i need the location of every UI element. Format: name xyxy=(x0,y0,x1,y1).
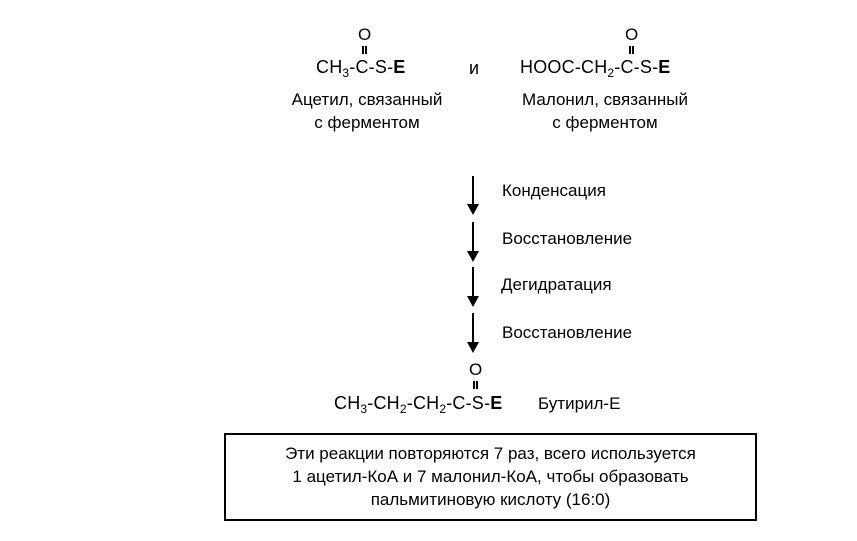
formula-subscript: 2 xyxy=(399,402,407,416)
formula-subscript: 3 xyxy=(342,66,350,80)
acetyl-label-line2: с ферментом xyxy=(314,113,420,132)
malonyl-double-bond xyxy=(629,46,634,54)
malonyl-carbonyl-oxygen: O xyxy=(625,25,639,44)
malonyl-formula: HOOC-CH2-C-S-E xyxy=(520,57,671,80)
acetyl-double-bond xyxy=(362,46,367,54)
acetyl-label: Ацетил, связанный с ферментом xyxy=(272,88,462,134)
malonyl-label-line2: с ферментом xyxy=(552,113,658,132)
reaction-arrow xyxy=(466,222,480,262)
formula-subscript: 3 xyxy=(360,402,368,416)
formula-part: -C-S- xyxy=(349,57,394,77)
reaction-arrow xyxy=(466,267,480,307)
enzyme-symbol: E xyxy=(658,57,671,77)
formula-subscript: 2 xyxy=(439,402,447,416)
butyryl-carbonyl-oxygen: O xyxy=(469,360,483,379)
butyryl-name: Бутирил-E xyxy=(538,394,621,413)
formula-part: -CH xyxy=(367,393,400,413)
malonyl-label: Малонил, связанный с ферментом xyxy=(506,88,704,134)
connector-and: и xyxy=(469,58,480,78)
formula-part: -CH xyxy=(406,393,440,413)
formula-part: CH xyxy=(316,57,343,77)
enzyme-symbol: E xyxy=(393,57,406,77)
malonyl-label-line1: Малонил, связанный xyxy=(522,90,688,109)
summary-box: Эти реакции повторяются 7 раз, всего исп… xyxy=(224,433,757,521)
enzyme-symbol: E xyxy=(490,393,503,413)
summary-line1: Эти реакции повторяются 7 раз, всего исп… xyxy=(285,444,696,463)
summary-line2: 1 ацетил-КоА и 7 малонил-КоА, чтобы обра… xyxy=(292,467,689,486)
formula-part: -C-S- xyxy=(446,393,491,413)
step-dehydration: Дегидратация xyxy=(501,275,612,294)
butyryl-double-bond xyxy=(473,381,478,389)
formula-subscript: 2 xyxy=(607,66,615,80)
formula-part: HOOC-CH xyxy=(520,57,608,77)
reaction-arrow xyxy=(466,313,480,353)
acetyl-formula: CH3-C-S-E xyxy=(316,57,406,80)
step-condensation: Конденсация xyxy=(502,181,606,200)
reaction-arrow xyxy=(466,176,480,215)
step-reduction-1: Восстановление xyxy=(502,229,633,248)
step-reduction-2: Восстановление xyxy=(502,323,633,342)
acetyl-label-line1: Ацетил, связанный xyxy=(291,90,443,109)
formula-part: -C-S- xyxy=(614,57,659,77)
formula-part: CH xyxy=(334,393,361,413)
summary-line3: пальмитиновую кислоту (16:0) xyxy=(370,490,611,509)
butyryl-formula: CH3-CH2-CH2-C-S-E xyxy=(334,393,503,416)
acetyl-carbonyl-oxygen: O xyxy=(358,25,372,44)
